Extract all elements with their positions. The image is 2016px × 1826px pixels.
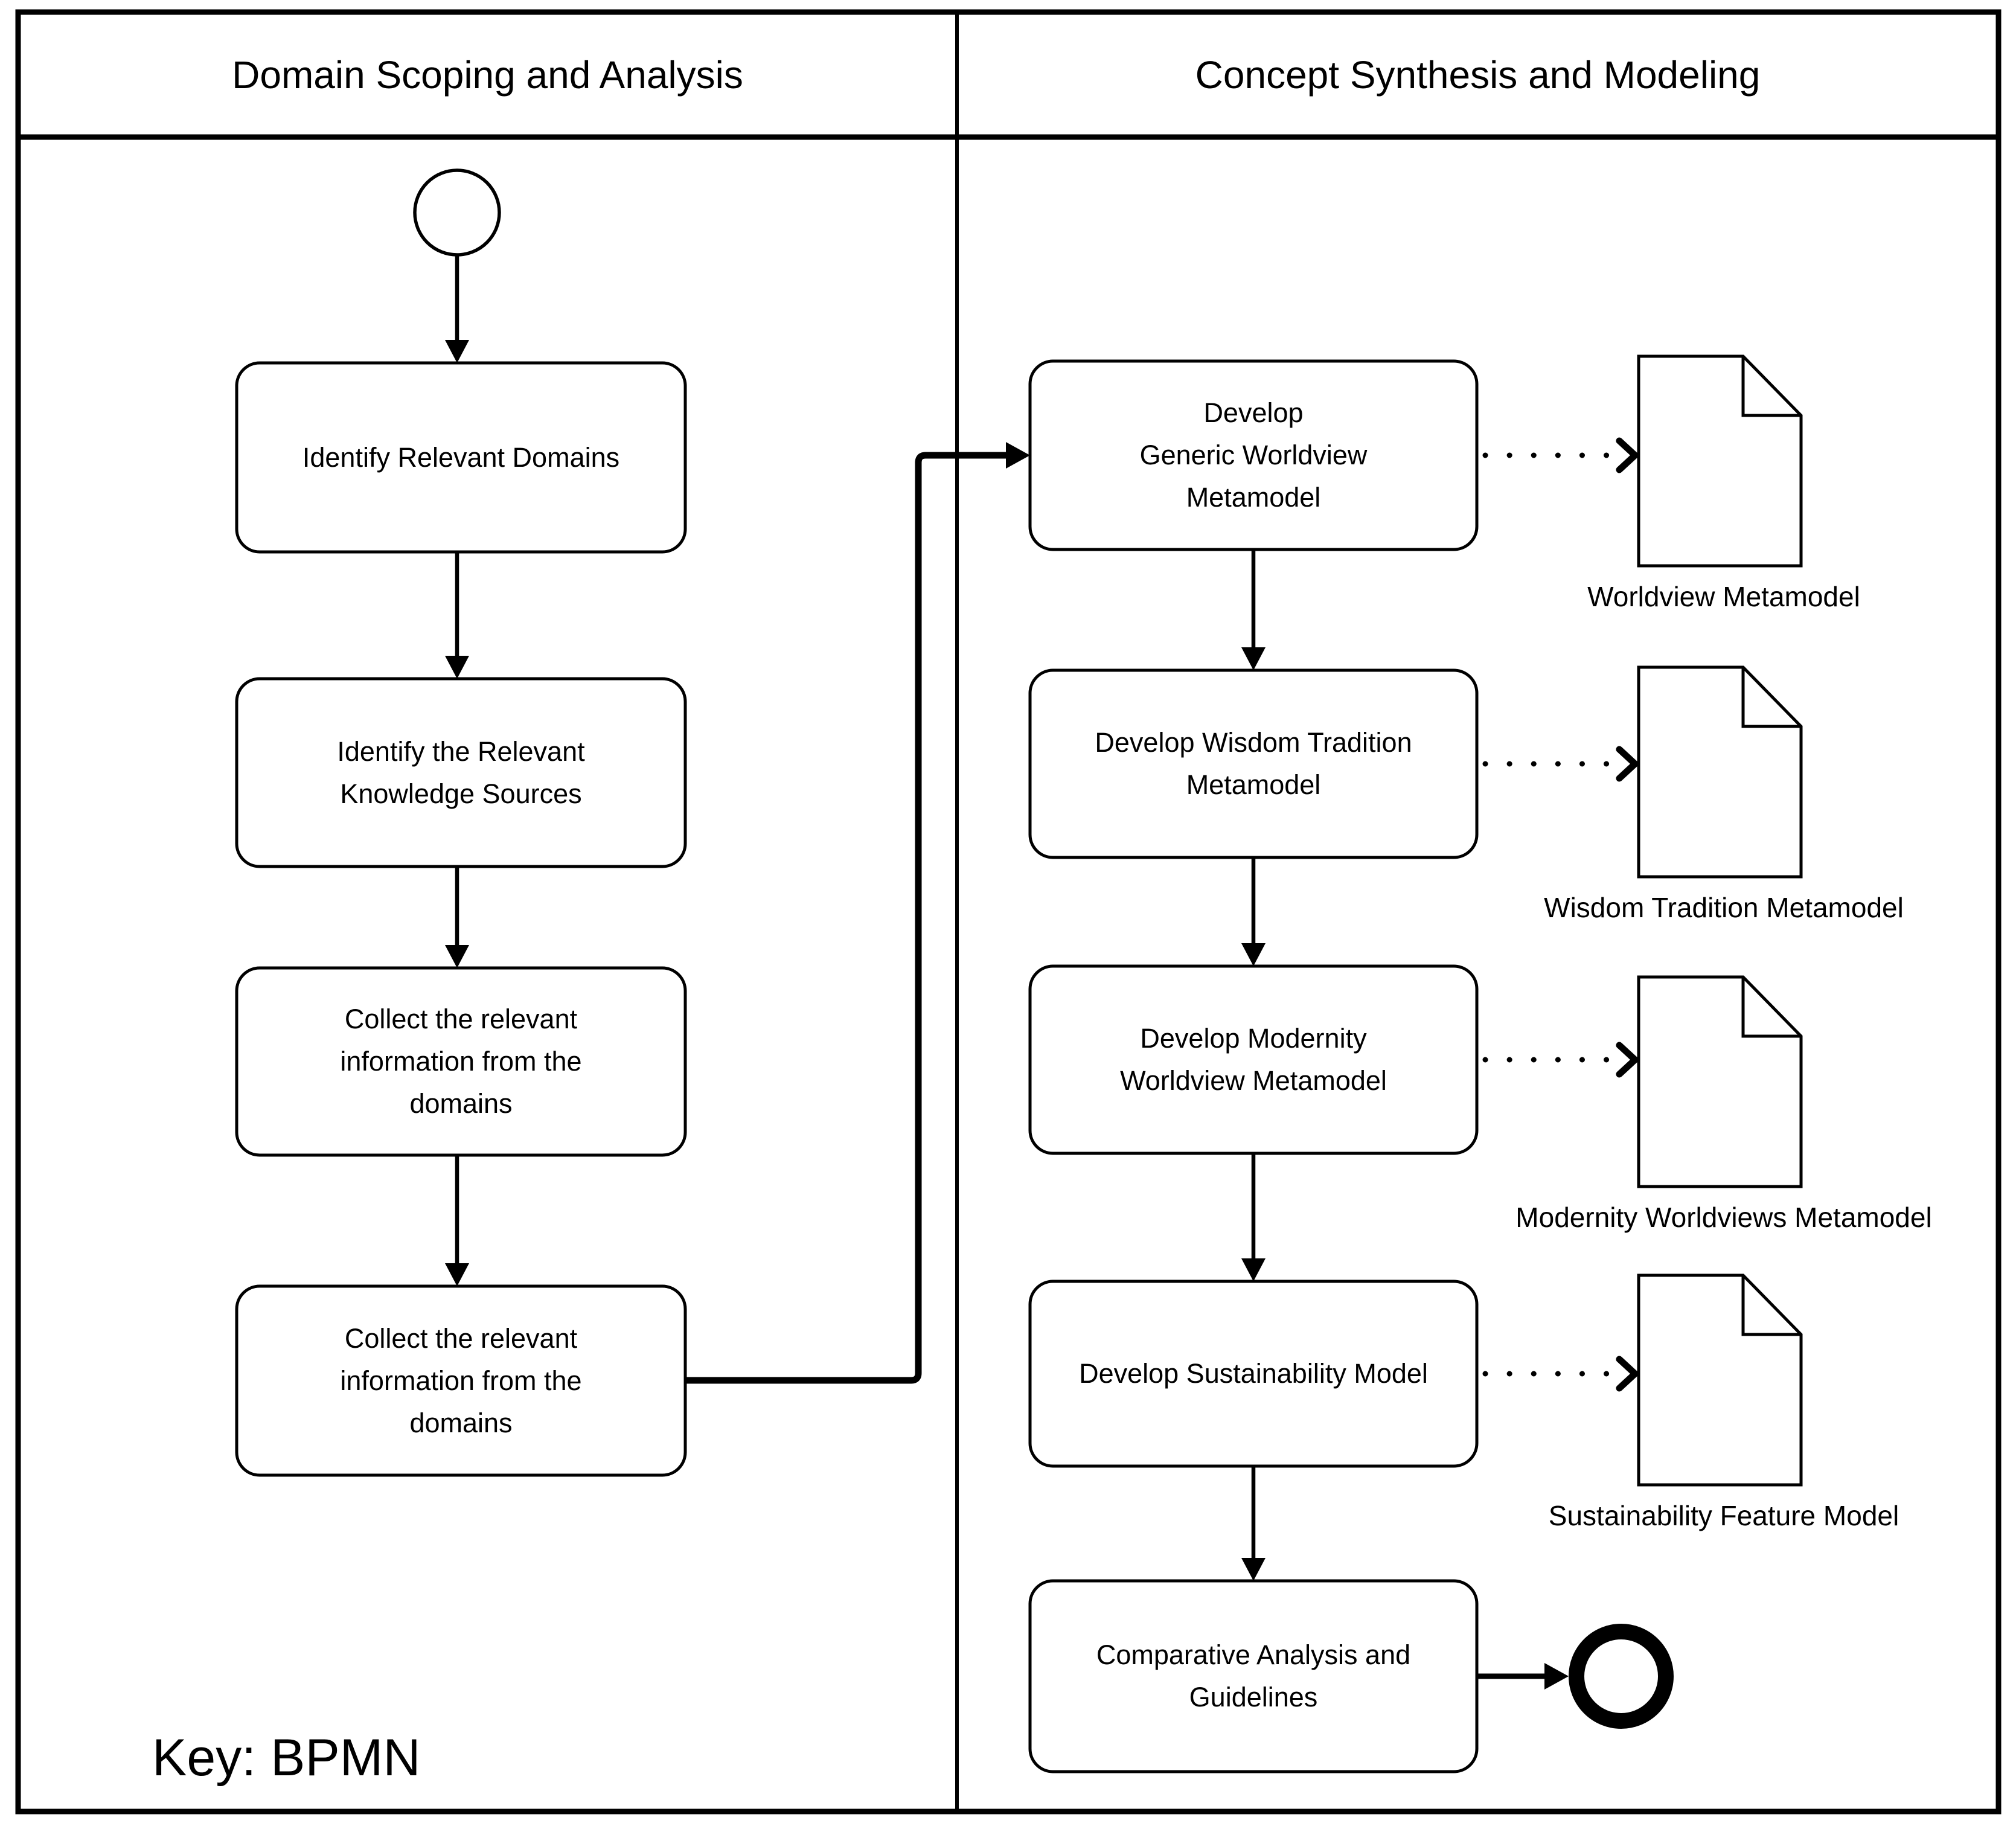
task-identify-relevant-domains: [235, 361, 687, 554]
flow-task2-to-task3: [445, 867, 469, 968]
task-identify-knowledge-sources: [235, 677, 687, 868]
document-icon-sustainability-feature-model: [1637, 1273, 1803, 1487]
task-label-collect-information-2: Collect the relevant information from th…: [340, 1322, 582, 1438]
start-event-icon: [413, 168, 501, 257]
association-modernity-to-modernity-doc: [1482, 1042, 1640, 1078]
task-label-develop-wisdom-tradition: Develop Wisdom Tradition Metamodel: [1095, 727, 1412, 800]
task-label-develop-generic-worldview: Develop Generic Worldview Metamodel: [1139, 397, 1368, 513]
task-label-identify-knowledge-sources: Identify the Relevant Knowledge Sources: [337, 735, 585, 809]
pool-border: [15, 9, 2002, 1815]
document-icon-modernity-worldviews-metamodel: [1637, 975, 1803, 1188]
lane-title-domain-scoping: Domain Scoping and Analysis: [232, 53, 743, 97]
association-wisdom-to-wisdom-doc: [1482, 746, 1640, 782]
association-sustainability-to-feature-doc: [1482, 1356, 1640, 1392]
flow-task4-to-develop-generic: [685, 442, 1030, 1384]
association-generic-to-worldview-doc: [1482, 437, 1640, 473]
lane-title-concept-synthesis: Concept Synthesis and Modeling: [1195, 53, 1761, 97]
flow-modernity-to-sustainability: [1241, 1153, 1266, 1281]
task-collect-information-1: [235, 966, 687, 1157]
flow-sustainability-to-comparative: [1241, 1466, 1266, 1581]
task-label-comparative-analysis: Comparative Analysis and Guidelines: [1096, 1639, 1411, 1712]
end-event-icon: [1569, 1624, 1674, 1729]
task-label-identify-relevant-domains: Identify Relevant Domains: [302, 441, 620, 473]
flow-task3-to-task4: [445, 1155, 469, 1286]
diagram-key-label: Key: BPMN: [152, 1729, 421, 1787]
document-label-modernity-worldviews-metamodel: Modernity Worldviews Metamodel: [1515, 1202, 1932, 1233]
document-icon-wisdom-tradition-metamodel: [1637, 665, 1803, 879]
document-label-worldview-metamodel: Worldview Metamodel: [1587, 581, 1860, 612]
flow-comparative-to-end: [1477, 1663, 1569, 1690]
flow-start-to-task1: [445, 255, 469, 363]
flow-generic-to-wisdom: [1241, 549, 1266, 670]
task-label-develop-sustainability-model: Develop Sustainability Model: [1079, 1358, 1428, 1389]
document-icon-worldview-metamodel: [1637, 354, 1803, 568]
document-label-wisdom-tradition-metamodel: Wisdom Tradition Metamodel: [1544, 892, 1904, 923]
flow-wisdom-to-modernity: [1241, 857, 1266, 966]
document-label-sustainability-feature-model: Sustainability Feature Model: [1548, 1500, 1899, 1531]
flow-task1-to-task2: [445, 552, 469, 679]
task-label-collect-information-1: Collect the relevant information from th…: [340, 1004, 582, 1119]
task-label-develop-modernity-worldview: Develop Modernity Worldview Metamodel: [1120, 1023, 1387, 1096]
